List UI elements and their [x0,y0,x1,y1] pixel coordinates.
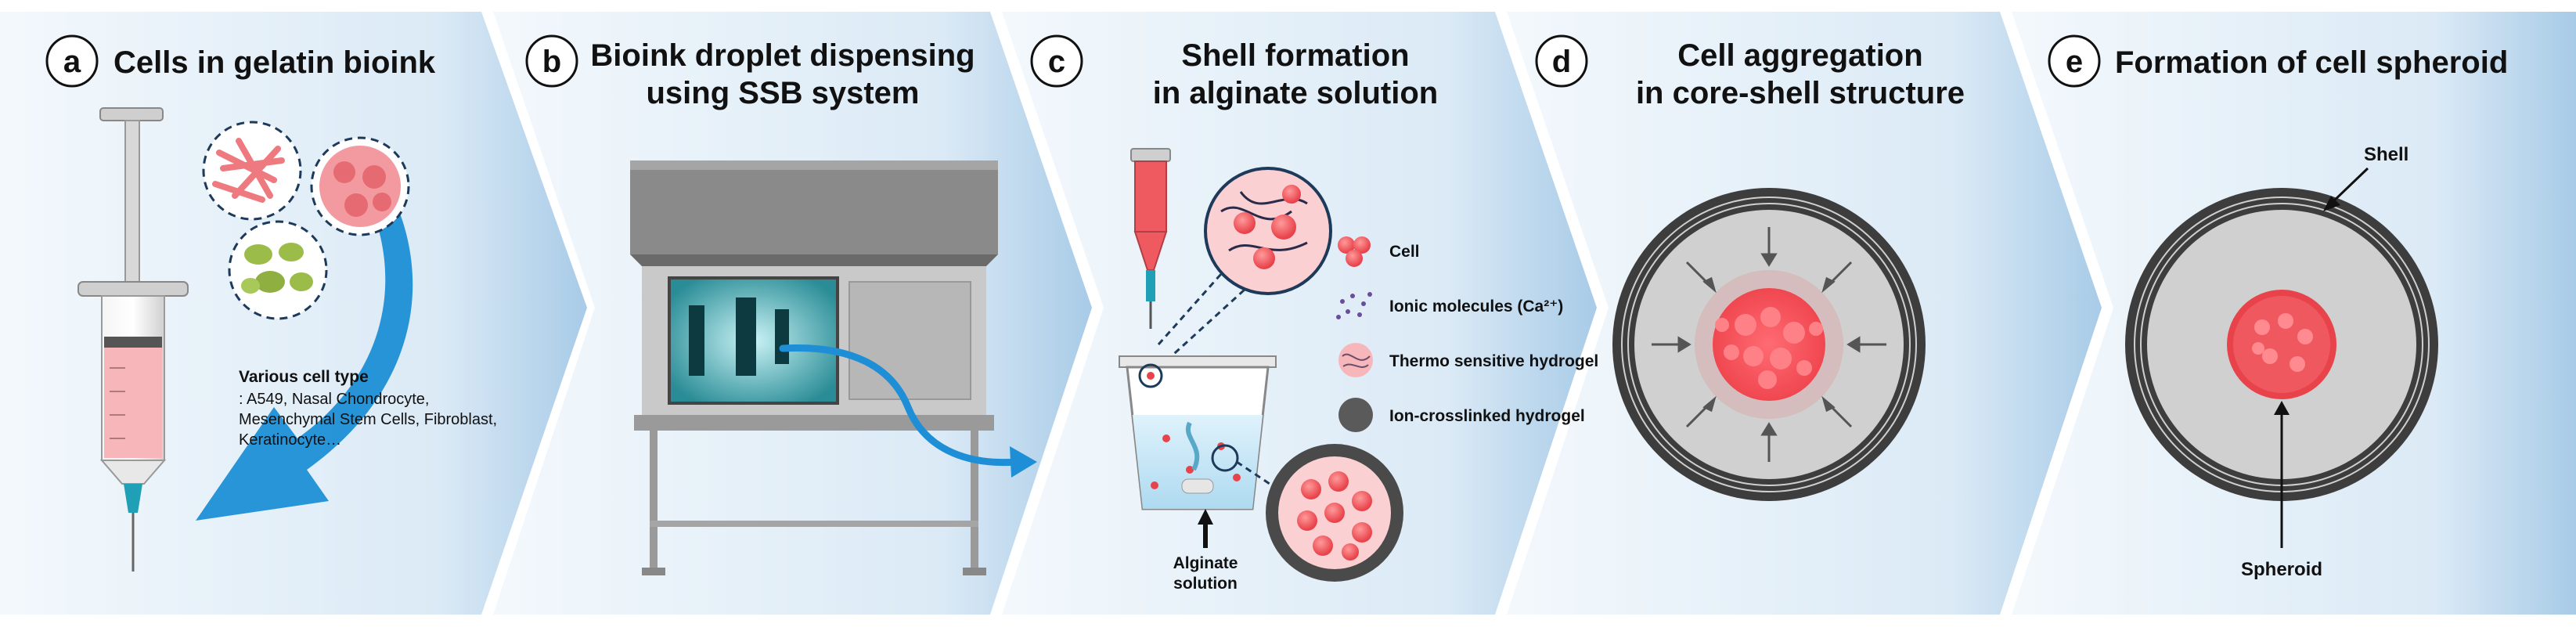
legend-crosslinked-label: Ion-crosslinked hydrogel [1389,407,1585,425]
panel-d-title-line1: Cell aggregation [1677,38,1922,73]
panel-badge-c [1030,34,1083,88]
syringe-icon [77,107,189,572]
shell-label: Shell [2364,144,2408,165]
alginate-label-line2: solution [1173,575,1238,593]
cell-sample-circle-1 [202,121,302,221]
bioprinter-cabinet-icon [630,160,998,575]
dispense-arrowhead-icon [1010,446,1037,478]
badge-d-label: d [1552,45,1571,79]
curved-arrow-icon [196,139,413,521]
ion-dots-icon [1336,292,1372,319]
legend-ions: Ionic molecules (Ca²⁺) [1336,292,1563,319]
panel-a-title: Cells in gelatin bioink [113,45,436,80]
dispenser-tube-icon [1130,148,1171,329]
legend-cell: Cell [1338,236,1420,267]
badge-e-label: e [2066,45,2083,79]
spheroid-pointer-arrowhead-icon [2274,401,2290,415]
panel-d-title-line2: in core-shell structure [1636,76,1965,110]
cell-sample-circle-2 [310,136,410,236]
panel-a-header: a Cells in gelatin bioink [45,34,436,88]
cell-type-line-3: Keratinocyte… [239,431,341,449]
cell-type-heading: Various cell type [239,368,369,386]
dispense-arrow-icon [779,344,1021,467]
panel-e-illustration: Shell Spheroid [2125,144,2438,580]
panel-b-title-line1: Bioink droplet dispensing [590,38,975,73]
panel-c-title-line2: in alginate solution [1153,76,1438,110]
cell-cluster-icon [1338,236,1371,267]
cell-type-line-1: : A549, Nasal Chondrocyte, [239,391,429,408]
inward-arrows-icon [1652,227,1886,462]
panel-b-header: b Bioink droplet dispensing using SSB sy… [525,34,975,110]
panel-e-title: Formation of cell spheroid [2115,45,2508,80]
panel-e-header: e Formation of cell spheroid [2048,34,2508,88]
panel-c-title-line1: Shell formation [1181,38,1409,73]
cell-sample-circle-3 [228,220,328,320]
badge-b-label: b [542,45,561,79]
beaker-icon [1119,355,1277,510]
panel-b-illustration [630,160,1037,575]
panel-c-illustration: Alginate solution Cell [1119,148,1598,593]
panel-badge-b [525,34,578,88]
cell-type-line-2: Mesenchymal Stem Cells, Fibroblast, [239,411,497,428]
legend-hydrogel-label: Thermo sensitive hydrogel [1389,352,1598,370]
alginate-label-line1: Alginate [1173,554,1238,572]
hydrogel-icon [1338,343,1373,377]
zoom-droplet-circle [1204,167,1332,295]
shell-pointer-arrowhead-icon [2323,196,2340,211]
badge-a-label: a [63,45,81,79]
legend-cell-label: Cell [1389,243,1420,261]
spheroid-icon [2227,290,2336,399]
panel-a-illustration: Various cell type : A549, Nasal Chondroc… [77,107,497,572]
legend-crosslinked: Ion-crosslinked hydrogel [1338,398,1585,432]
panel-badge-d [1535,34,1588,88]
panel-c-header: c Shell formation in alginate solution [1030,34,1438,110]
zoom-core-shell-circle [1266,444,1403,582]
badge-c-label: c [1048,45,1065,79]
alginate-arrow-icon [1198,509,1213,548]
crosslinked-hydrogel-icon [1338,398,1373,432]
spheroid-label: Spheroid [2241,559,2322,580]
panel-badge-a [45,34,99,88]
legend-ions-label: Ionic molecules (Ca²⁺) [1389,297,1563,316]
panel-d-illustration [1612,188,1926,501]
cell-aggregate-icon [1713,288,1825,401]
panel-b-title-line2: using SSB system [646,76,919,110]
legend: Cell Ionic molecules (Ca²⁺) [1336,236,1598,432]
shell-pointer-line [2329,167,2369,205]
legend-hydrogel: Thermo sensitive hydrogel [1338,343,1598,377]
panel-badge-e [2048,34,2101,88]
panel-d-header: d Cell aggregation in core-shell structu… [1535,34,1965,110]
